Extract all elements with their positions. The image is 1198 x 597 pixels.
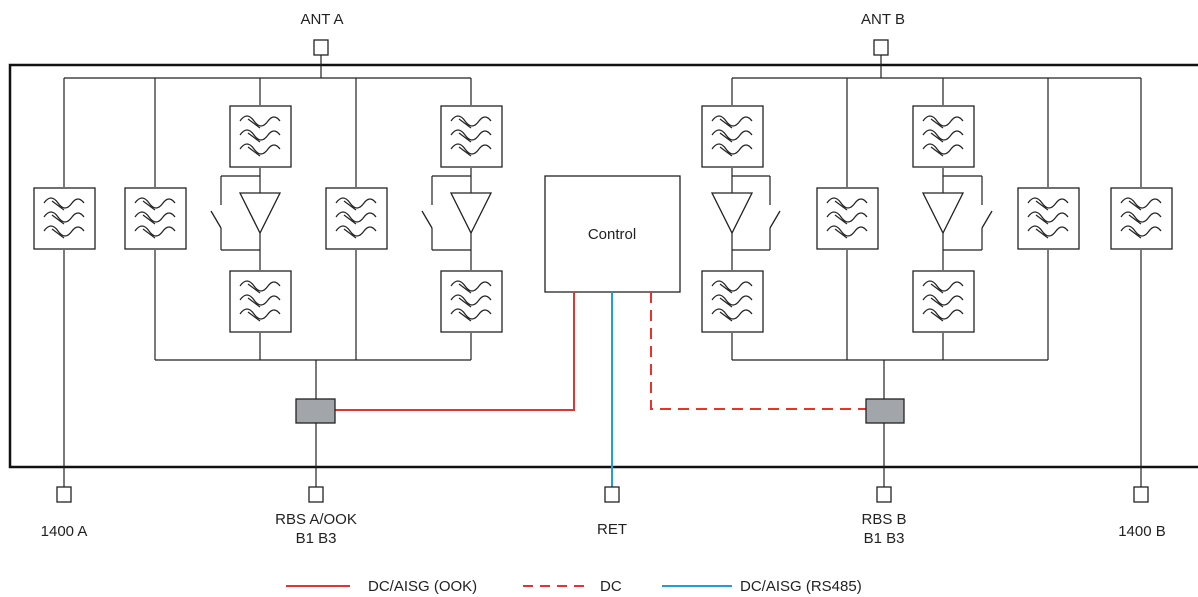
label-rbs-a-line2: B1 B3 [296,530,337,547]
left-wiring [63,55,472,487]
label-rbs-b-line2: B1 B3 [864,530,905,547]
enclosure-frame [8,63,1198,469]
legend-label-dc: DC [600,578,622,595]
port-1400a [56,486,72,503]
amplifier-right-1 [710,192,754,235]
combiner-left [295,398,336,424]
label-1400a: 1400 A [41,523,88,540]
control-block [544,175,681,293]
bypass-switch-left-2 [421,210,433,229]
label-ant-b: ANT B [861,11,905,28]
filter-left-amp1-bottom [229,270,292,333]
bypass-switch-right-1 [769,210,781,229]
filter-left-amp2-bottom [440,270,503,333]
bypass-switch-left-1 [210,210,222,229]
combiner-right [865,398,905,424]
filter-left-band1 [124,187,187,250]
label-ret: RET [597,521,627,538]
right-wiring [731,55,1142,487]
bypass-switch-right-2 [981,210,993,229]
amplifier-left-1 [238,192,282,235]
filter-right-amp2-top [912,105,975,168]
port-rbs-b [876,486,892,503]
filter-right-band1 [816,187,879,250]
port-1400b [1133,486,1149,503]
line-dc [650,292,866,410]
control-label: Control [588,226,636,243]
legend: DC/AISG (OOK) DC DC/AISG (RS485) [286,578,862,595]
label-rbs-b-line1: RBS B [861,511,906,528]
label-ant-a: ANT A [300,11,343,28]
port-rbs-a [308,486,324,503]
legend-label-ook: DC/AISG (OOK) [368,578,477,595]
label-rbs-a-line1: RBS A/OOK [275,511,357,528]
filter-right-band2 [1017,187,1080,250]
legend-label-rs485: DC/AISG (RS485) [740,578,862,595]
filter-1400a [33,187,96,250]
amplifier-right-2 [921,192,965,235]
amplifier-left-2 [449,192,493,235]
port-ret [604,486,620,503]
filter-left-amp1-top [229,105,292,168]
line-dc-aisg-ook [335,292,575,411]
port-ant-a [313,39,329,56]
filter-right-amp1-bottom [701,270,764,333]
port-ant-b [873,39,889,56]
filter-left-amp2-top [440,105,503,168]
label-1400b: 1400 B [1118,523,1166,540]
filter-right-amp1-top [701,105,764,168]
filter-right-amp2-bottom [912,270,975,333]
filter-1400b [1110,187,1173,250]
filter-left-band2 [325,187,388,250]
